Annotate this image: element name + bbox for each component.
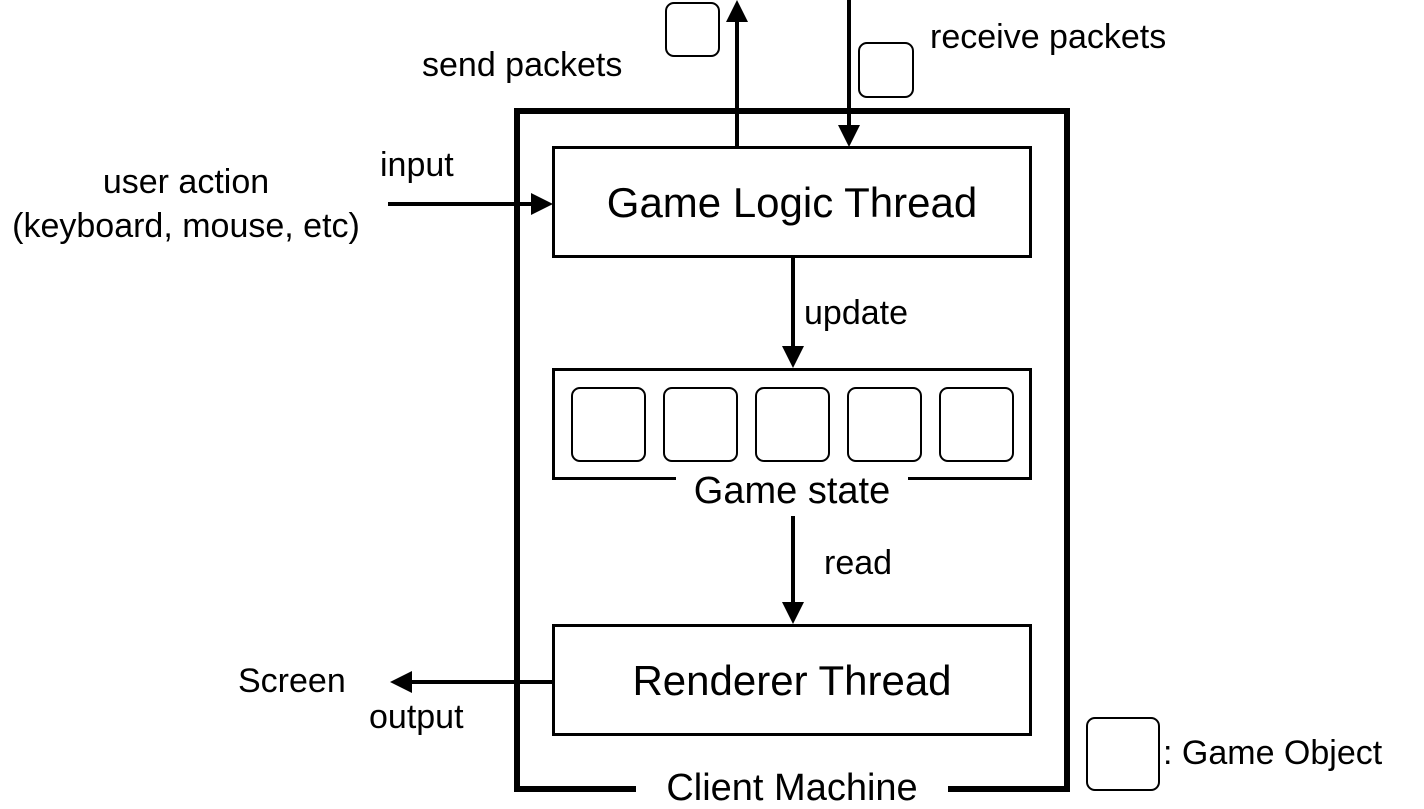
client-machine-label: Client Machine: [666, 767, 918, 809]
game-state-label: Game state: [693, 470, 891, 512]
sent-packet-object: [665, 2, 720, 57]
game-state-object: [847, 387, 922, 462]
read-label: read: [824, 544, 893, 582]
receive-packets-label: receive packets: [930, 18, 1167, 56]
game-logic-thread-box: [552, 146, 1032, 258]
output-label: output: [369, 698, 464, 736]
game-state-object: [663, 387, 738, 462]
game-state-object: [755, 387, 830, 462]
update-label: update: [804, 294, 908, 332]
game-state-label-gap: [676, 473, 908, 487]
renderer-thread-label: Renderer Thread: [632, 657, 952, 704]
input-label: input: [380, 146, 454, 184]
game-state-object: [939, 387, 1014, 462]
game-logic-thread-label: Game Logic Thread: [606, 179, 978, 226]
legend-game-object-swatch: [1086, 717, 1160, 791]
send-packets-label: send packets: [422, 46, 623, 84]
received-packet-object: [858, 42, 914, 98]
user-action-devices-label: (keyboard, mouse, etc): [12, 207, 360, 245]
renderer-thread-box: [552, 624, 1032, 736]
game-state-object: [571, 387, 646, 462]
screen-label: Screen: [238, 662, 346, 700]
user-action-label: user action: [102, 163, 270, 201]
client-machine-label-gap: [636, 776, 948, 808]
legend-game-object-label: : Game Object: [1163, 734, 1383, 772]
